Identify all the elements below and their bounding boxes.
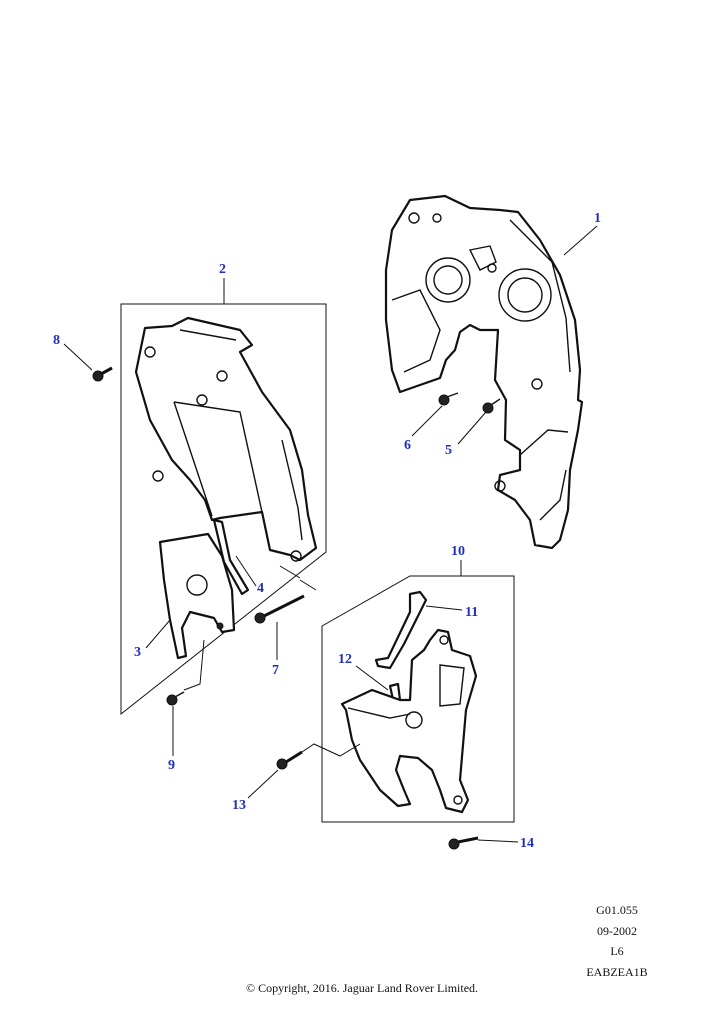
timing-cover-rear[interactable] bbox=[384, 194, 584, 550]
callout-6: 6 bbox=[404, 438, 411, 453]
leader-1 bbox=[563, 225, 598, 256]
callout-7: 7 bbox=[272, 663, 279, 678]
leader-9-guide bbox=[183, 639, 205, 691]
leader-4 bbox=[235, 555, 257, 587]
bolt-5[interactable] bbox=[482, 398, 501, 414]
group-box-2 bbox=[120, 303, 327, 716]
leader-13 bbox=[247, 769, 279, 799]
leader-7-guide bbox=[279, 565, 317, 591]
callout-11: 11 bbox=[465, 605, 478, 620]
callout-12: 12 bbox=[338, 652, 352, 667]
callout-13: 13 bbox=[232, 798, 246, 813]
bolt-8[interactable] bbox=[92, 366, 113, 382]
leader-6 bbox=[411, 405, 443, 437]
callout-4: 4 bbox=[257, 581, 264, 596]
bolt-14[interactable] bbox=[448, 836, 479, 850]
leader-5 bbox=[457, 411, 487, 445]
callout-10: 10 bbox=[451, 544, 465, 559]
diagram-date: 09-2002 bbox=[597, 923, 637, 938]
bolt-13[interactable] bbox=[276, 750, 303, 770]
leader-14 bbox=[477, 839, 519, 843]
callout-9: 9 bbox=[168, 758, 175, 773]
callout-3: 3 bbox=[134, 645, 141, 660]
bolt-9[interactable] bbox=[166, 691, 185, 706]
callout-1: 1 bbox=[594, 211, 601, 226]
diagram-model: L6 bbox=[610, 944, 624, 958]
bolt-6[interactable] bbox=[438, 392, 459, 406]
leader-3 bbox=[145, 619, 171, 649]
leader-11 bbox=[425, 605, 463, 611]
callout-2: 2 bbox=[219, 262, 226, 277]
group-box-10 bbox=[321, 575, 515, 823]
seal-strip-4[interactable] bbox=[212, 518, 250, 596]
copyright-notice: © Copyright, 2016. Jaguar Land Rover Lim… bbox=[245, 981, 479, 995]
callout-8: 8 bbox=[53, 333, 60, 348]
leader-8 bbox=[63, 343, 93, 371]
timing-cover-front[interactable] bbox=[134, 316, 318, 562]
gasket-11[interactable] bbox=[374, 590, 428, 670]
bolt-7[interactable] bbox=[254, 594, 305, 624]
diagram-code: G01.055 bbox=[596, 903, 638, 917]
leader-13-guide bbox=[301, 743, 361, 757]
diagram-info: G01.055 09-2002 L6 EABZEA1B bbox=[572, 900, 662, 982]
leader-12 bbox=[355, 665, 389, 691]
callout-5: 5 bbox=[445, 443, 452, 458]
lower-cover-10[interactable] bbox=[340, 628, 478, 814]
callout-14: 14 bbox=[520, 836, 534, 851]
diagram-ref: EABZEA1B bbox=[586, 964, 648, 979]
